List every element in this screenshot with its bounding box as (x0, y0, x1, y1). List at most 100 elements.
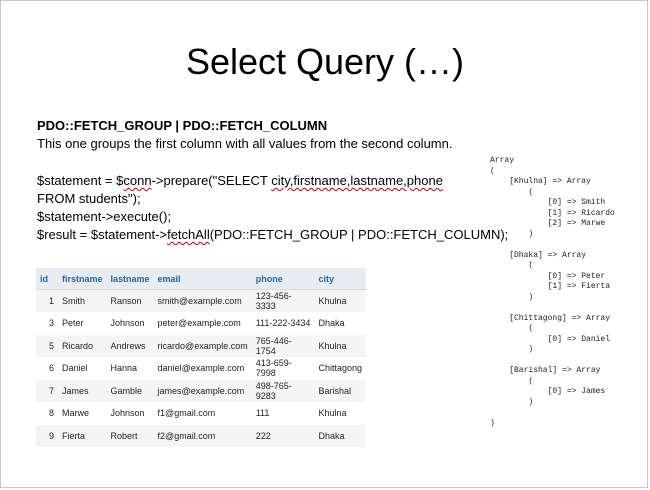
dump-line: ( (490, 324, 534, 333)
dump-line: ​ (490, 356, 615, 367)
students-table: id firstname lastname email phone city 1… (36, 268, 366, 448)
cell-email: f2@gmail.com (153, 424, 252, 448)
cell-city: Khulna (314, 289, 366, 313)
dump-line: ( (490, 166, 495, 176)
cell-city: Chittagong (314, 357, 366, 380)
cell-phone: 123-456-3333 (251, 289, 315, 313)
cell-email: peter@example.com (153, 312, 252, 335)
cell-firstname: Peter (58, 312, 107, 335)
cell-phone: 222 (251, 424, 315, 448)
cell-city: Dhaka (314, 424, 366, 448)
column-header-lastname: lastname (106, 268, 154, 290)
code-line-4: $result = $statement->fetchAll(PDO::FETC… (37, 226, 508, 244)
slide-title: Select Query (…) (185, 41, 465, 82)
cell-city: Khulna (314, 402, 366, 425)
code-fragment-misspelled: city,firstname,lastname,phone (271, 173, 443, 188)
dump-line: [0] => Daniel (490, 334, 611, 344)
cell-email: james@example.com (153, 379, 252, 403)
dump-line: ) (490, 292, 534, 302)
cell-email: f1@gmail.com (153, 402, 252, 425)
cell-firstname: James (58, 379, 107, 403)
cell-lastname: Ranson (106, 289, 154, 313)
cell-lastname: Hanna (106, 357, 154, 380)
column-header-phone: phone (251, 268, 315, 290)
cell-email: ricardo@example.com (153, 334, 252, 358)
cell-city: Barishal (314, 379, 366, 403)
code-line-1: $statement = $conn->prepare("SELECT city… (37, 172, 477, 190)
dump-line: Array (490, 156, 515, 165)
dump-line: [Barishal] => Array (490, 366, 601, 375)
dump-line: ( (490, 376, 534, 386)
column-header-id: id (36, 268, 58, 290)
dump-line: [Dhaka] => Array (490, 250, 587, 260)
cell-firstname: Smith (58, 289, 107, 313)
cell-firstname: Daniel (58, 357, 107, 380)
cell-lastname: Johnson (106, 312, 154, 335)
slide-subtitle: PDO::FETCH_GROUP | PDO::FETCH_COLUMN (37, 118, 328, 133)
cell-id: 9 (36, 424, 58, 448)
cell-id: 7 (36, 379, 58, 403)
dump-line: ​ (490, 303, 615, 314)
dump-line: ( (490, 261, 534, 270)
table-header-row: id firstname lastname email phone city (36, 268, 366, 290)
code-fragment: $result = $statement-> (37, 227, 168, 242)
dump-line: [Khulna] => Array (490, 177, 591, 186)
column-header-email: email (153, 268, 252, 290)
cell-lastname: Johnson (106, 402, 154, 425)
code-line-3: $statement->execute(); (37, 209, 172, 224)
cell-lastname: Gamble (106, 379, 154, 403)
code-line-2: FROM students"); (37, 191, 141, 206)
cell-phone: 413-659-7998 (251, 357, 315, 380)
cell-phone: 111-222-3434 (251, 312, 315, 335)
dump-line: ) (490, 345, 534, 354)
code-fragment: (PDO::FETCH_GROUP | PDO::FETCH_COLUMN); (209, 227, 509, 242)
cell-phone: 498-765-9283 (251, 379, 315, 403)
dump-line: [2] => Marwe (490, 219, 606, 228)
column-header-city: city (314, 268, 366, 290)
array-dump-output: Array( [Khulna] => Array ( [0] => Smith … (490, 156, 615, 429)
code-fragment-misspelled: fetchAll (167, 227, 210, 242)
cell-city: Dhaka (314, 312, 366, 335)
dump-line: [0] => Smith (490, 198, 606, 207)
code-fragment: ->prepare("SELECT (151, 173, 272, 188)
dump-line: [0] => Peter (490, 271, 606, 281)
dump-line: ) (490, 418, 495, 428)
code-fragment-misspelled: conn (123, 173, 152, 188)
cell-phone: 111 (251, 402, 315, 425)
cell-email: smith@example.com (153, 289, 252, 313)
dump-line: [0] => James (490, 387, 606, 396)
cell-id: 5 (36, 334, 58, 358)
dump-line: [Chittagong] => Array (490, 313, 611, 323)
cell-id: 1 (36, 289, 58, 313)
slide-description: This one groups the first column with al… (37, 136, 453, 151)
cell-lastname: Andrews (106, 334, 154, 358)
code-fragment: $statement = $ (37, 173, 124, 188)
cell-city: Khulna (314, 334, 366, 358)
code-block: $statement = $conn->prepare("SELECT city… (37, 172, 508, 244)
dump-line: [1] => Ricardo (490, 208, 615, 218)
dump-line: ​ (490, 408, 615, 419)
cell-email: daniel@example.com (153, 357, 252, 380)
dump-line: ) (490, 229, 534, 239)
cell-firstname: Marwe (58, 402, 107, 425)
cell-firstname: Ricardo (58, 334, 107, 358)
dump-line: [1] => Fierta (490, 282, 611, 291)
dump-line: ( (490, 187, 534, 197)
cell-id: 3 (36, 312, 58, 335)
cell-phone: 765-446-1754 (251, 334, 315, 358)
column-header-firstname: firstname (58, 268, 107, 290)
cell-id: 6 (36, 357, 58, 380)
cell-firstname: Fierta (58, 424, 107, 448)
dump-line: ​ (490, 240, 615, 251)
cell-id: 8 (36, 402, 58, 425)
cell-lastname: Robert (106, 424, 154, 448)
dump-line: ) (490, 397, 534, 407)
